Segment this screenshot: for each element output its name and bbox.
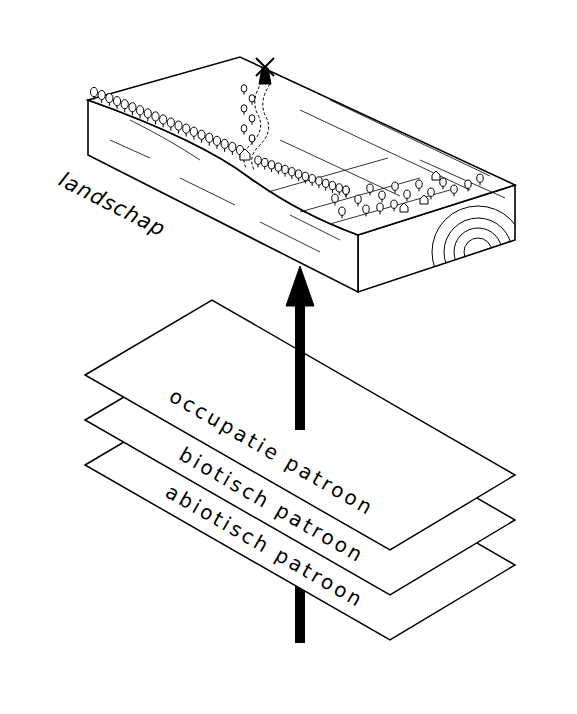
tree-crown <box>477 174 483 182</box>
house <box>432 171 440 180</box>
field-line <box>280 140 400 196</box>
field-lines <box>268 100 505 224</box>
tree-crown <box>229 142 236 151</box>
tree-crown <box>113 97 120 106</box>
tree-crown <box>343 186 349 194</box>
tree-crown <box>241 125 247 132</box>
tree-crown <box>392 182 398 190</box>
landscape-node: landschap <box>30 45 525 295</box>
strata-line <box>110 140 150 158</box>
pattern-sheet <box>85 300 515 550</box>
tree-crown <box>249 115 255 122</box>
tree-crown <box>465 180 471 188</box>
tree-crown <box>241 105 247 112</box>
soil-layer <box>454 228 502 276</box>
tree-crown <box>167 118 174 127</box>
house <box>400 203 408 212</box>
soil-layer <box>464 238 492 266</box>
strata-line <box>260 222 320 252</box>
tree-crown <box>213 136 220 145</box>
tree-crown <box>206 133 213 142</box>
field-line <box>300 110 470 190</box>
tree-crown <box>152 112 159 121</box>
soil-layer <box>444 218 512 286</box>
windmill <box>256 58 274 84</box>
arrow-head <box>286 266 314 306</box>
tree-crown <box>90 87 97 96</box>
arrow-shaft <box>295 304 305 430</box>
tree-crown <box>275 163 281 171</box>
tree-crown <box>377 203 383 211</box>
tree-crown <box>249 135 255 142</box>
house <box>240 149 250 160</box>
tree-crown <box>289 168 295 176</box>
tree-crown <box>416 180 422 188</box>
tree-crown <box>379 191 385 199</box>
strata-line <box>180 178 235 205</box>
tree-crown <box>329 181 335 189</box>
tree-crown <box>428 188 434 196</box>
soil-layers <box>432 206 524 298</box>
tree-crown <box>137 106 144 115</box>
tree-crown <box>98 90 105 99</box>
soil-layer <box>432 206 524 298</box>
flow-arrow <box>286 266 314 430</box>
house <box>420 195 428 204</box>
tree-crown <box>339 207 345 215</box>
tree-crown <box>160 115 167 124</box>
block-top-face <box>88 57 515 235</box>
tree-crown <box>106 94 113 103</box>
tree-rows <box>90 85 349 198</box>
tree-crown <box>322 179 328 187</box>
tree-crown <box>183 124 190 133</box>
tree-crown <box>282 165 288 173</box>
tree-crown <box>249 95 255 102</box>
field-line <box>420 160 505 198</box>
tree-crown <box>440 178 446 186</box>
tree-crown <box>121 100 128 109</box>
tree-crown <box>343 186 349 194</box>
tree-crown <box>262 158 268 166</box>
tree-crown <box>391 200 397 208</box>
field-line <box>330 100 490 176</box>
tree-crown <box>295 170 301 178</box>
tree-crown <box>404 190 410 198</box>
tree-crown <box>198 130 205 139</box>
tree-crown <box>268 161 274 169</box>
tree-crown <box>367 184 373 192</box>
tree-crown <box>302 172 308 180</box>
tree-crown <box>221 139 228 148</box>
tree-crown <box>355 195 361 203</box>
tree-crown <box>316 177 322 185</box>
village <box>332 171 483 218</box>
tree-crown <box>363 205 369 213</box>
tree-crown <box>255 156 261 164</box>
tree-crown <box>451 185 457 193</box>
landscape-illustration <box>30 45 525 295</box>
tree-crown <box>190 127 197 136</box>
landscape-block <box>88 57 524 298</box>
tree-crown <box>309 175 315 183</box>
windmill-sails <box>256 58 274 76</box>
tree-crown <box>336 184 342 192</box>
tree-crown <box>241 85 247 92</box>
tree-crown <box>144 109 151 118</box>
tree-crown <box>129 103 136 112</box>
tree-crown <box>332 194 338 202</box>
tree-crown <box>175 121 182 130</box>
field-line <box>268 158 388 192</box>
